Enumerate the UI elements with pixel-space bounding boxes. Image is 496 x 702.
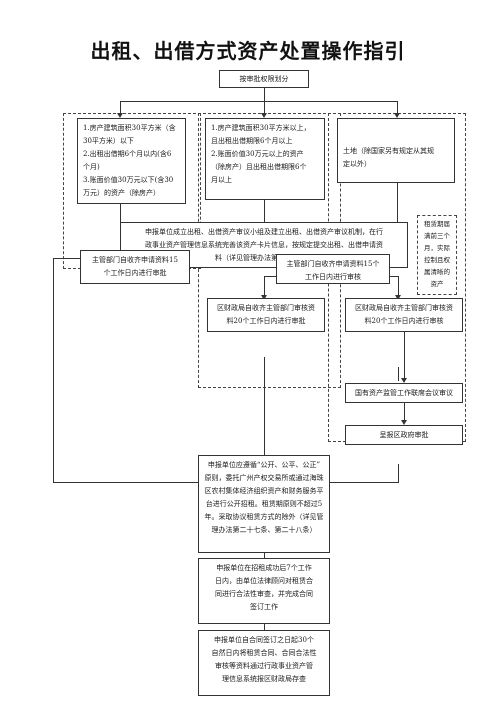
middle-criteria-box: 1.房产建筑面积30平方米以上， 且出租出借期限6个月以上 2.账面价值30万元… [205,118,325,200]
connector [404,403,405,423]
connector [53,258,54,482]
side-note-line: 控制且权 [424,256,450,264]
connector [397,183,398,222]
root-box: 按审批权限划分 [219,70,309,88]
arrow-head [394,113,400,118]
application-line: 申报单位成立出租、出借资产审议小组及建立出租、出借资产审议机制，在行 [145,228,383,236]
filing-line: 审核等资料通过行政事业资产管 [215,662,313,670]
connector [264,87,265,101]
finance-approve-line: 区财政局自收齐主管部门审核资 [217,304,315,312]
public-bid-line: 原则，委托广州产权交易所或通过海珠 [204,474,324,482]
right-criteria-line: 定以外） [343,160,371,168]
contract-line: 日内，由单位法律顾问对租赁合 [215,577,313,585]
sasac-label: 国有资产监管工作联席会议审议 [355,389,453,397]
left-criteria-line: 1.房产建筑面积30平方米（含 [83,124,176,132]
root-label: 按审批权限划分 [239,75,289,83]
connector [264,624,265,630]
dept-review-left-line: 主管部门自收齐申请资料15 [92,256,178,264]
dept-review-left-line: 个工作日内进行审批 [103,269,167,277]
dept-review-middle-line: 工作日内进行审核 [305,273,361,281]
finance-review-box: 区财政局自收齐主管部门审核资 料20个工作日内进行审核 [345,298,463,332]
filing-line: 理信息系统报区财政局存查 [222,675,306,683]
connector [264,276,265,298]
connector [264,200,265,222]
left-criteria-line: 个月) [83,163,100,171]
page-title: 出租、出借方式资产处置操作指引 [90,39,406,63]
application-line: 政事业资产管理信息系统完善该资产卡片信息，按规定提交出租、出借申请资 [145,241,383,249]
contract-box: 申报单位在招租成功后7个工作 日内，由单位法律顾问对租赁合 同进行合法性审查，并… [198,558,330,624]
finance-approve-line: 料20个工作日内进行审批 [226,317,306,325]
connector [120,101,121,114]
arrow-head [395,295,401,300]
filing-line: 申报单位自合同签订之日起30个 [214,636,314,644]
middle-criteria-line: 1.房产建筑面积30平方米以上， [211,124,311,132]
public-bid-line: 区农村集体经济组织资产和财务服务平 [204,487,324,495]
dept-review-middle-line: 主管部门自收齐申请资料15个 [286,260,380,268]
left-criteria-box: 1.房产建筑面积30平方米（含 30平方米）以下 2.出租出借期6个月以内(含6… [77,118,186,204]
public-bid-line: 台进行公开招租。租赁期原则不超过5 [205,500,323,508]
contract-line: 同进行合法性审查，并完成合同 [215,590,313,598]
connector [120,204,121,222]
connector [398,464,399,482]
arrow-head [401,420,407,425]
arrow-head [261,295,267,300]
finance-review-line: 料20个工作日内进行审核 [364,317,444,325]
side-note-line: 资产 [430,280,444,288]
middle-criteria-line: （除房产）且出租出借期限6个 [211,163,307,171]
connector [397,101,398,114]
side-note-line: 租赁期届 [424,220,450,228]
filing-box: 申报单位自合同签订之日起30个 自然日内将租赁合同、合同合法性 审核等资料通过行… [198,630,330,696]
side-note-line: 满前三个 [424,232,450,240]
connector [398,276,399,298]
connector [264,357,265,482]
sasac-box: 国有资产监管工作联席会议审议 [345,383,463,403]
gov-label: 呈报区政府审批 [379,431,429,439]
connector [398,367,399,381]
application-line: 料（详见管理办法第二十九条） [215,254,313,262]
side-note: 租赁期届 满前三个 月，实际 控制且权 属清晰的 资产 [417,215,457,295]
dept-review-middle: 主管部门自收齐申请资料15个 工作日内进行审核 [276,254,390,284]
left-criteria-line: 万元）的资产（除房产） [83,189,160,197]
filing-line: 自然日内将租赁合同、合同合法性 [211,649,317,657]
gov-box: 呈报区政府审批 [345,425,463,445]
public-bid-line: 申报单位应遵循“公开、公平、公正” [207,461,321,469]
connector [53,258,80,259]
middle-criteria-line: 2.账面价值30万元以上的资产 [211,150,304,158]
middle-criteria-line: 且出租出借期限6个月以上 [211,137,293,145]
finance-review-line: 区财政局自收齐主管部门审核资 [355,304,453,312]
arrow-head [401,378,407,383]
left-criteria-line: 30平方米）以下 [83,137,134,145]
connector [264,101,265,114]
public-bid-box: 申报单位应遵循“公开、公平、公正” 原则，委托广州产权交易所或通过海珠 区农村集… [198,455,330,553]
right-criteria-line: 土地（除国家另有规定从其规 [343,147,434,155]
arrow-head [261,113,267,118]
connector [404,332,405,381]
public-bid-line: 年。采取协议租赁方式的除外（详见管 [204,513,324,521]
contract-line: 申报单位在招租成功后7个工作 [216,564,312,572]
connector [120,101,397,102]
left-criteria-line: 3.账面价值30万元以下(含30 [83,176,174,184]
public-bid-line: 理办法第二十七条、第二十八条） [211,526,317,534]
contract-line: 签订工作 [250,603,278,611]
dept-review-left: 主管部门自收齐申请资料15 个工作日内进行审批 [80,250,190,284]
connector [264,553,265,559]
arrow-head [117,113,123,118]
side-note-line: 属清晰的 [424,268,450,276]
middle-criteria-line: 月以上 [211,176,232,184]
right-criteria-box: 土地（除国家另有规定从其规 定以外） [337,118,455,183]
left-criteria-line: 2.出租出借期6个月以内(含6 [83,150,172,158]
side-note-line: 月，实际 [424,244,450,252]
finance-approve-box: 区财政局自收齐主管部门审核资 料20个工作日内进行审批 [207,298,325,332]
